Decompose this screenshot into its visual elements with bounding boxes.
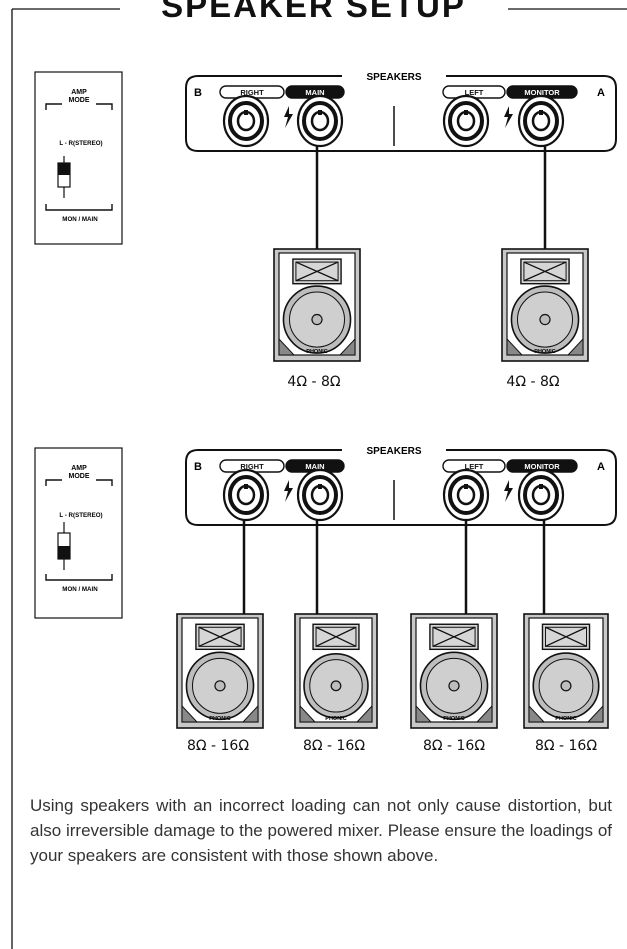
- speaker-brand-label: PHONIC: [209, 716, 230, 722]
- panel-title: SPEAKERS: [366, 72, 421, 83]
- speakers-group-2: PHONIC PHONIC PHONIC PHONIC: [176, 613, 609, 729]
- load-label: 8Ω - 16Ω: [422, 738, 486, 754]
- load-label: 8Ω - 16Ω: [186, 738, 250, 754]
- jack-label: LEFT: [465, 88, 484, 97]
- jack-label: MONITOR: [524, 88, 560, 97]
- amp-mode-heading-1: AMP: [71, 465, 87, 472]
- speaker-brand-label: PHONIC: [534, 349, 555, 355]
- amp-mode-heading-2: MODE: [69, 97, 90, 104]
- load-label: 4Ω - 8Ω: [287, 374, 341, 390]
- amp-mode-heading-2: MODE: [69, 473, 90, 480]
- speaker-brand-label: PHONIC: [306, 349, 327, 355]
- amp-mode-top-label: L - R(STEREO): [59, 512, 102, 519]
- lightning-icon: [284, 106, 293, 128]
- amp-mode-bottom-label: MON / MAIN: [62, 586, 98, 593]
- amp-mode-heading-1: AMP: [71, 89, 87, 96]
- jack-label: MAIN: [305, 88, 324, 97]
- speakers-panel-2: SPEAKERS B A RIGHT MAIN LEFT MONITOR: [185, 444, 617, 526]
- panel-side-b: B: [194, 87, 202, 99]
- amp-mode-box-1: AMP MODE L - R(STEREO) MON / MAIN: [34, 71, 123, 245]
- jack-label: MAIN: [305, 462, 324, 471]
- speaker-brand-label: PHONIC: [555, 716, 576, 722]
- jack-label: RIGHT: [240, 462, 264, 471]
- lightning-icon: [504, 106, 513, 128]
- speaker-wires-2: [242, 520, 546, 616]
- load-label: 8Ω - 16Ω: [534, 738, 598, 754]
- jack-label: MONITOR: [524, 462, 560, 471]
- speaker-brand-label: PHONIC: [443, 716, 464, 722]
- page-title: SPEAKER SETUP: [0, 0, 627, 25]
- lightning-icon: [284, 480, 293, 502]
- speakers-panel-1: SPEAKERS B A RIGHT MAIN LEFT MONITOR: [185, 70, 617, 152]
- lightning-icon: [504, 480, 513, 502]
- warning-note: Using speakers with an incorrect loading…: [30, 796, 612, 865]
- panel-side-b: B: [194, 461, 202, 473]
- speakers-group-1: PHONIC PHONIC: [273, 248, 589, 362]
- panel-title: SPEAKERS: [366, 446, 421, 457]
- load-label: 8Ω - 16Ω: [302, 738, 366, 754]
- load-label: 4Ω - 8Ω: [506, 374, 560, 390]
- panel-side-a: A: [597, 87, 605, 99]
- amp-mode-bottom-label: MON / MAIN: [62, 216, 98, 223]
- jack-label: RIGHT: [240, 88, 264, 97]
- amp-mode-box-2: AMP MODE L - R(STEREO) MON / MAIN: [34, 447, 123, 619]
- speaker-brand-label: PHONIC: [325, 716, 346, 722]
- page-title-text: SPEAKER SETUP: [145, 0, 482, 24]
- jack-label: LEFT: [465, 462, 484, 471]
- amp-mode-top-label: L - R(STEREO): [59, 140, 102, 147]
- panel-side-a: A: [597, 461, 605, 473]
- speaker-wires-1: [315, 145, 547, 250]
